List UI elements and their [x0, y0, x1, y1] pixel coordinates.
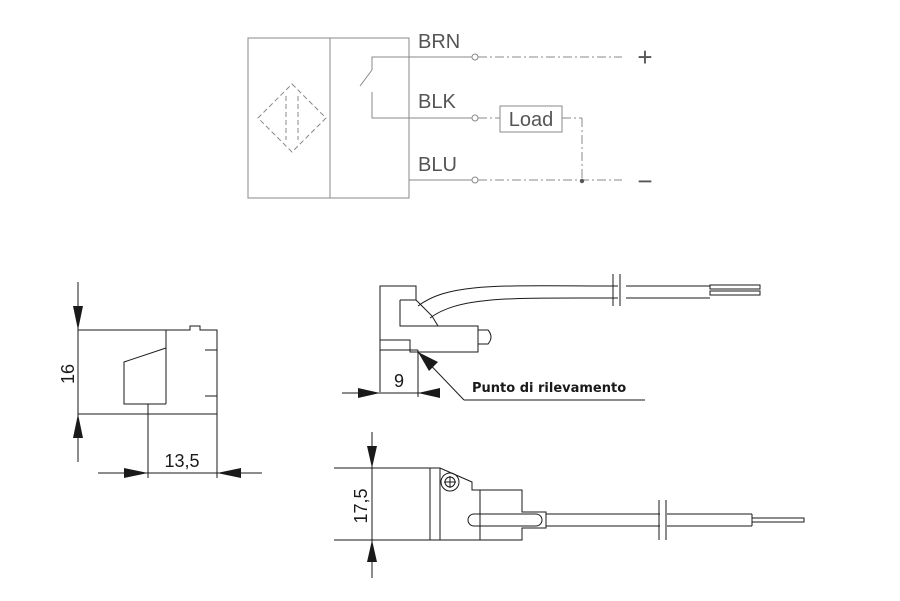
- side-view-body: [379, 285, 479, 353]
- wire-label-blu: BLU: [418, 154, 457, 176]
- junction-dot: [579, 178, 585, 184]
- switch-contact-top: [371, 56, 409, 70]
- load-box: [499, 105, 563, 133]
- screw-icon: [440, 472, 460, 492]
- cable-upper: [417, 285, 619, 307]
- clip: [467, 513, 543, 527]
- top-view: 17,5: [334, 432, 805, 578]
- switch-blade: [359, 69, 373, 87]
- sensor-symbol-icon: [257, 83, 327, 153]
- leader-arrow-icon: [418, 352, 438, 371]
- dim-label-9: 9: [394, 371, 404, 391]
- wire-end: [709, 284, 761, 290]
- terminal-blk: [471, 114, 479, 122]
- wire-end: [751, 517, 805, 523]
- switch-contact-bottom: [371, 92, 409, 119]
- load-label: Load: [509, 109, 554, 131]
- dim-arrow-icon: [367, 540, 377, 562]
- dim-arrow-icon: [358, 388, 380, 398]
- wire-end: [709, 290, 761, 296]
- dim-arrow-icon: [217, 468, 241, 478]
- sensing-point-label: Punto di rilevamento: [472, 381, 626, 396]
- led-icon: [478, 329, 492, 345]
- dim-label-17-5: 17,5: [351, 488, 371, 523]
- terminal-brn: [471, 53, 479, 61]
- dim-arrow-icon: [418, 388, 440, 398]
- positive-sign: +: [637, 42, 652, 72]
- dim-label-13-5: 13,5: [164, 451, 199, 471]
- wire-label-brn: BRN: [418, 31, 460, 53]
- dim-arrow-icon: [73, 306, 83, 330]
- dim-arrow-icon: [367, 446, 377, 468]
- dim-arrow-icon: [73, 414, 83, 438]
- dim-arrow-icon: [124, 468, 148, 478]
- front-view-outline: [123, 325, 218, 415]
- cable-lower: [429, 297, 619, 319]
- front-view: 16 13,5: [58, 282, 262, 478]
- dim-label-16: 16: [58, 364, 78, 384]
- negative-sign: −: [637, 166, 652, 196]
- wire-label-blk: BLK: [418, 91, 456, 113]
- terminal-blu: [471, 176, 479, 184]
- wiring-diagram: BRN BLK BLU Load + −: [247, 31, 653, 199]
- top-view-body: [371, 467, 547, 541]
- side-view: 9 Punto di rilevamento: [342, 274, 761, 401]
